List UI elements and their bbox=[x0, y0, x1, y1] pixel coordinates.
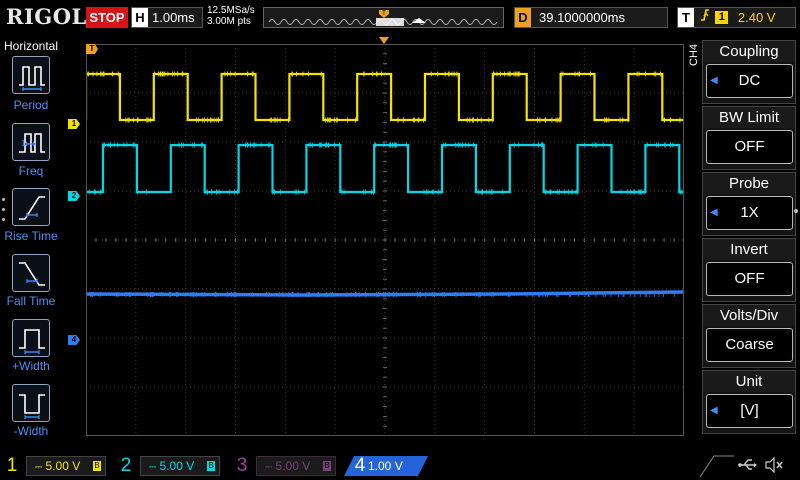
run-stop-status[interactable]: STOP bbox=[86, 7, 128, 28]
invert-value-box[interactable]: OFF bbox=[706, 262, 793, 296]
bw-limit-icon: B bbox=[207, 461, 215, 471]
left-menu-scroll-dot bbox=[2, 208, 5, 211]
positive-width-label: +Width bbox=[0, 359, 62, 373]
negative-width-label: -Width bbox=[0, 424, 62, 438]
unit-value-box[interactable]: ◀ [V] bbox=[706, 394, 793, 428]
ch4-offset-marker[interactable]: 4 bbox=[68, 335, 80, 345]
dc-coupling-icon: ⎓ bbox=[149, 462, 156, 472]
invert-menu[interactable]: Invert OFF bbox=[702, 238, 796, 302]
coupling-value: DC bbox=[739, 72, 761, 89]
invert-value: OFF bbox=[735, 270, 765, 287]
ch2-scale: 5.00 V bbox=[160, 459, 195, 473]
invert-title: Invert bbox=[702, 238, 796, 260]
rise-time-label: Rise Time bbox=[0, 229, 62, 243]
horizontal-delay[interactable]: D 39.1000000ms bbox=[514, 7, 668, 28]
volts-div-menu[interactable]: Volts/Div Coarse bbox=[702, 304, 796, 368]
memory-trigger-marker: T bbox=[382, 11, 386, 17]
option-arrow-icon: ◀ bbox=[710, 206, 718, 220]
waveform-display[interactable] bbox=[86, 44, 684, 436]
option-arrow-icon: ◀ bbox=[710, 404, 718, 418]
bw-limit-title: BW Limit bbox=[702, 106, 796, 128]
bw-limit-menu[interactable]: BW Limit OFF bbox=[702, 106, 796, 170]
svg-text:1: 1 bbox=[21, 139, 26, 148]
left-menu-scroll-dot bbox=[2, 218, 5, 221]
dc-coupling-icon: ⎓ bbox=[265, 462, 272, 472]
dc-coupling-icon: ⎓ bbox=[35, 462, 42, 472]
ch1-scale: 5.00 V bbox=[46, 459, 81, 473]
volts-div-title: Volts/Div bbox=[702, 304, 796, 326]
coupling-menu[interactable]: Coupling ◀ DC bbox=[702, 40, 796, 104]
fall-time-label: Fall Time bbox=[0, 294, 62, 308]
positive-width-icon bbox=[13, 320, 51, 358]
ch4-status[interactable]: 1.00 V 4 bbox=[342, 455, 462, 477]
top-status-bar: RIGOL STOP H 1.00ms 12.5MSa/s 3.00M pts T… bbox=[0, 0, 800, 36]
memory-depth: 3.00M pts bbox=[207, 16, 255, 27]
negative-width-button[interactable] bbox=[12, 384, 50, 422]
ch2-scale-box[interactable]: ⎓ 5.00 V B bbox=[140, 456, 220, 476]
timebase-key: H bbox=[132, 8, 148, 27]
right-menu-scroll-dot bbox=[794, 209, 798, 213]
fall-time-icon bbox=[13, 255, 51, 293]
rise-time-icon bbox=[13, 189, 51, 227]
rise-time-button[interactable] bbox=[12, 188, 50, 226]
period-label: Period bbox=[0, 98, 62, 112]
usb-icon bbox=[738, 457, 758, 476]
memory-position-bar[interactable]: T bbox=[263, 7, 504, 28]
speaker-muted-icon[interactable] bbox=[764, 457, 784, 476]
ch1-offset-marker[interactable]: 1 bbox=[68, 119, 80, 129]
trigger-position-marker[interactable] bbox=[378, 36, 390, 45]
left-menu-title: Horizontal bbox=[0, 39, 62, 53]
delay-key: D bbox=[515, 8, 531, 27]
probe-value: 1X bbox=[740, 204, 758, 221]
period-button[interactable] bbox=[12, 56, 50, 94]
menu-channel-tag: CH4 bbox=[688, 36, 700, 66]
negative-width-icon bbox=[13, 385, 51, 423]
freq-label: Freq bbox=[0, 164, 62, 178]
bw-limit-value-box[interactable]: OFF bbox=[706, 130, 793, 164]
timebase-value: 1.00ms bbox=[152, 10, 195, 25]
delay-value: 39.1000000ms bbox=[539, 10, 625, 25]
freq-button[interactable]: 1 bbox=[12, 123, 50, 161]
trigger-status[interactable]: T 1 2.40 V bbox=[677, 7, 796, 28]
ch1-number: 1 bbox=[4, 455, 20, 477]
ch4-scale: 1.00 V bbox=[368, 459, 403, 473]
fall-time-button[interactable] bbox=[12, 254, 50, 292]
ch2-number: 2 bbox=[118, 455, 134, 477]
ch3-scale-box[interactable]: ⎓ 5.00 V B bbox=[256, 456, 336, 476]
bw-limit-icon: B bbox=[323, 461, 331, 471]
left-menu-scroll-dot bbox=[2, 198, 5, 201]
unit-menu[interactable]: Unit ◀ [V] bbox=[702, 370, 796, 434]
unit-title: Unit bbox=[702, 370, 796, 392]
volts-div-value: Coarse bbox=[725, 336, 773, 353]
sample-rate: 12.5MSa/s bbox=[207, 5, 255, 16]
probe-value-box[interactable]: ◀ 1X bbox=[706, 196, 793, 230]
positive-width-button[interactable] bbox=[12, 319, 50, 357]
sample-info: 12.5MSa/s 3.00M pts bbox=[207, 5, 255, 27]
status-tab-shape bbox=[700, 454, 734, 478]
horizontal-timebase[interactable]: H 1.00ms bbox=[131, 7, 203, 28]
rising-edge-icon bbox=[698, 8, 712, 27]
ch4-number: 4 bbox=[352, 455, 368, 477]
ch3-number: 3 bbox=[234, 455, 250, 477]
rigol-logo: RIGOL bbox=[6, 4, 87, 29]
ch2-offset-marker[interactable]: 2 bbox=[68, 191, 80, 201]
unit-value: [V] bbox=[740, 402, 758, 419]
probe-menu[interactable]: Probe ◀ 1X bbox=[702, 172, 796, 236]
freq-icon: 1 bbox=[13, 124, 51, 162]
trigger-key: T bbox=[678, 8, 694, 27]
ch3-scale: 5.00 V bbox=[276, 459, 311, 473]
horizontal-measure-menu: Horizontal Period 1 Freq Rise Time Fall … bbox=[0, 36, 62, 450]
volts-div-value-box[interactable]: Coarse bbox=[706, 328, 793, 362]
coupling-value-box[interactable]: ◀ DC bbox=[706, 64, 793, 98]
probe-title: Probe bbox=[702, 172, 796, 194]
period-icon bbox=[13, 57, 51, 95]
trigger-level-value: 2.40 V bbox=[738, 10, 776, 25]
bw-limit-icon: B bbox=[93, 461, 101, 471]
coupling-title: Coupling bbox=[702, 40, 796, 62]
option-arrow-icon: ◀ bbox=[710, 74, 718, 88]
ch1-scale-box[interactable]: ⎓ 5.00 V B bbox=[26, 456, 106, 476]
bw-limit-value: OFF bbox=[735, 138, 765, 155]
trigger-source-badge: 1 bbox=[715, 11, 728, 24]
channel-status-bar: 1 ⎓ 5.00 V B 2 ⎓ 5.00 V B 3 ⎓ 5.00 V B 1… bbox=[0, 452, 800, 480]
